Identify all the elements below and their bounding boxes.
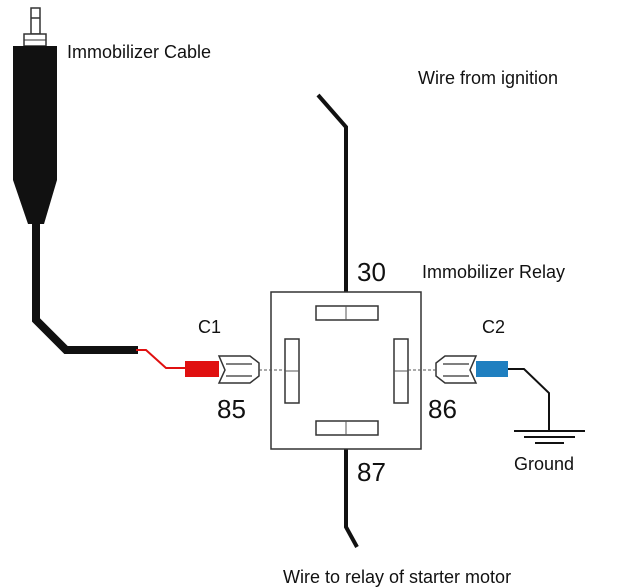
immobilizer-cable-plug — [13, 7, 57, 224]
c2-terminal — [435, 355, 478, 384]
plug-tip — [30, 7, 41, 35]
red-wire — [136, 349, 188, 369]
pin-30-label: 30 — [357, 257, 386, 287]
ground-symbol — [514, 430, 585, 444]
c1-label: C1 — [198, 317, 221, 337]
pin-86-label: 86 — [428, 394, 457, 424]
immobilizer-relay — [270, 291, 422, 450]
c1-connector — [185, 355, 260, 384]
starter-wire — [344, 428, 359, 548]
wire-from-ignition-label: Wire from ignition — [418, 68, 558, 88]
pin-87-label: 87 — [357, 457, 386, 487]
ignition-wire — [316, 93, 348, 310]
c1-red-sleeve — [185, 361, 219, 377]
immobilizer-relay-label: Immobilizer Relay — [422, 262, 565, 282]
relay-pin-87 — [315, 420, 379, 436]
c2-blue-sleeve — [476, 361, 508, 377]
pin-85-label: 85 — [217, 394, 246, 424]
c2-connector — [435, 355, 508, 384]
c1-terminal — [217, 355, 260, 384]
wire-to-starter-label: Wire to relay of starter motor — [283, 567, 511, 587]
plug-body — [13, 46, 57, 224]
immobilizer-cable-wire — [32, 222, 138, 354]
ground-wire — [508, 368, 550, 430]
immobilizer-cable-label: Immobilizer Cable — [67, 42, 211, 62]
relay-pin-30 — [315, 305, 379, 321]
ground-label: Ground — [514, 454, 574, 474]
c2-label: C2 — [482, 317, 505, 337]
